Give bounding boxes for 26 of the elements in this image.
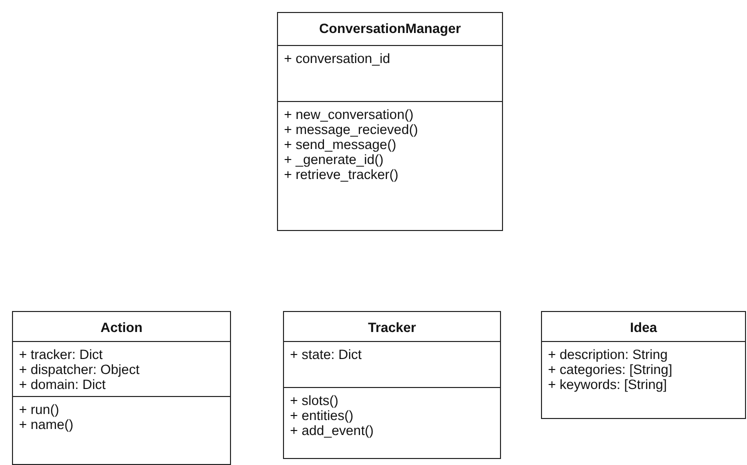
- attribute-text: + keywords: [String]: [548, 377, 667, 392]
- method-text: + entities(): [290, 408, 354, 423]
- method-text: + slots(): [290, 393, 338, 408]
- attribute-text: + tracker: Dict: [19, 347, 103, 362]
- attribute-text: + state: Dict: [290, 347, 362, 362]
- method-text: + send_message(): [284, 137, 396, 152]
- method-text: + new_conversation(): [284, 107, 414, 122]
- class-box: [541, 311, 746, 419]
- method-text: + name(): [19, 417, 74, 432]
- class-box: [283, 311, 501, 459]
- attribute-text: + domain: Dict: [19, 377, 106, 392]
- attribute-text: + categories: [String]: [548, 362, 672, 377]
- method-text: + message_recieved(): [284, 122, 418, 137]
- method-text: + retrieve_tracker(): [284, 167, 398, 182]
- class-box: [277, 12, 503, 231]
- method-text: + _generate_id(): [284, 152, 384, 167]
- method-text: + add_event(): [290, 423, 374, 438]
- attribute-text: + conversation_id: [284, 51, 390, 66]
- attribute-text: + dispatcher: Object: [19, 362, 140, 377]
- class-box: [12, 311, 231, 465]
- attribute-text: + description: String: [548, 347, 668, 362]
- class-name: ConversationManager: [319, 21, 461, 36]
- method-text: + run(): [19, 402, 60, 417]
- class-name: Tracker: [368, 320, 416, 335]
- class-name: Idea: [630, 320, 657, 335]
- class-name: Action: [100, 320, 142, 335]
